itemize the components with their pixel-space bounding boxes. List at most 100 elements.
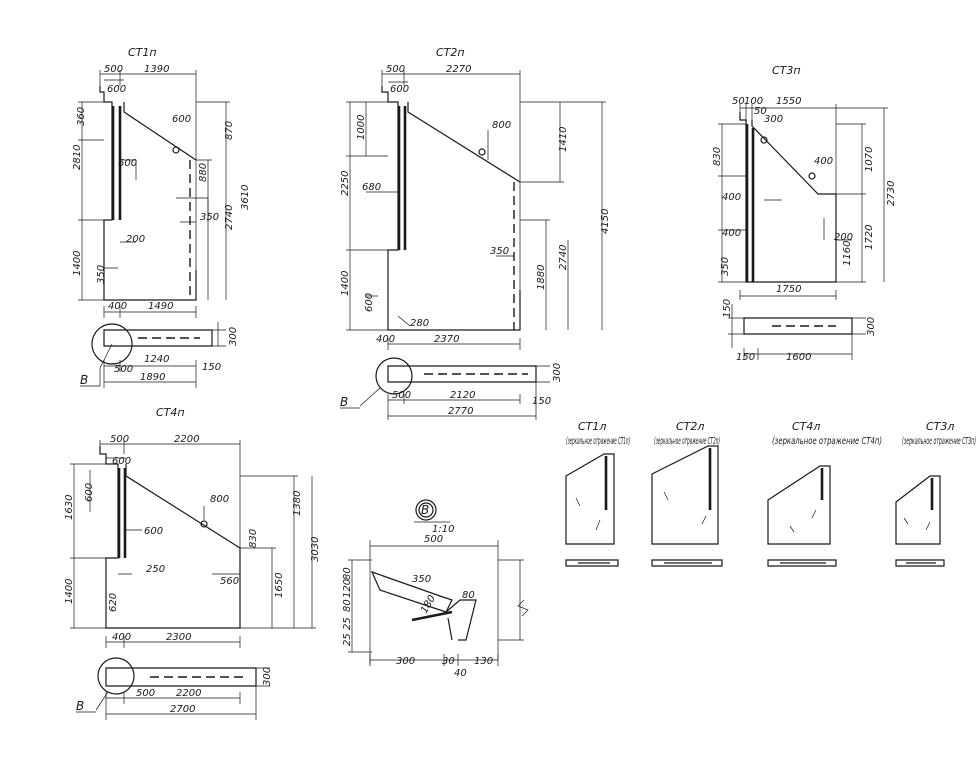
mirror-note: (зеркальное отражение CT4п) [772,436,882,447]
detail-edge [447,617,453,641]
panel-slope [407,102,521,183]
dim-label: 1380 [292,491,303,516]
dim-label: 880 [198,163,209,182]
panel-title: CT1п [128,46,157,59]
mirror-marks [663,491,707,525]
dim-label: 2740 [558,245,569,270]
dim-label: 3610 [240,185,251,210]
dim-lines [103,306,197,318]
mirror-outline [651,445,719,545]
detail-callout-circle [418,502,434,518]
dim-label: 150 [202,362,221,373]
callout-label: B [340,395,348,409]
panel-st2p: CT2п 500 2270 600 1000 800 1410 2250 680… [340,46,611,420]
dim-label: 600 [112,456,131,467]
dim-label: 1720 [864,225,875,250]
dim-lines [387,365,550,420]
detail-rebar [411,610,453,622]
dim-label: 400 [112,632,131,643]
dim-label: 350 [412,574,431,585]
dim-label: 300 [764,114,783,125]
dim-lines [346,101,388,331]
dim-label: 800 [210,494,229,505]
dim-label: 2770 [448,406,473,417]
panel-outline [99,446,241,629]
dim-label: 1490 [148,301,173,312]
mirror-note: (зеркальное отражение CT3п) [902,436,976,447]
dim-lines [387,130,521,350]
dim-lines [99,440,241,548]
dim-lines [381,70,521,330]
dim-label: 50 [732,96,745,107]
dim-label: 2370 [434,334,459,345]
mirror-outline [565,453,615,545]
dim-label: 280 [410,318,429,329]
dim-label: 2200 [174,434,199,445]
dim-lines [240,475,316,629]
callout-circle [375,357,413,395]
dim-label: 500 [392,390,411,401]
mirror-marks [903,517,931,531]
dim-label: 50 [754,106,767,117]
dim-label: 1410 [558,127,569,152]
dim-label: 400 [814,156,833,167]
detail-label: B [421,503,429,517]
dim-label: 120 [342,579,353,598]
dim-label: 2120 [450,390,475,401]
lifting-loop [808,172,816,180]
mirror-section [565,559,619,567]
dim-label: 1630 [64,495,75,520]
dim-label: 350 [96,265,107,284]
dim-label: 350 [490,246,509,257]
dim-label: 1390 [144,64,169,75]
dim-label: 600 [107,84,126,95]
dim-label: 2250 [340,171,351,196]
dim-lines [99,70,197,300]
dim-label: 130 [474,656,493,667]
mirror-note: (зеркальное отражение CT1п) [566,436,630,447]
dim-lines [180,101,230,300]
dim-label: 500 [104,64,123,75]
dim-label: 150 [532,396,551,407]
mirror-marks [789,509,817,533]
dim-label: 680 [362,182,381,193]
dim-label: 40 [454,668,467,679]
dim-lines [718,123,746,283]
dim-label: 300 [228,327,239,346]
dim-label: 1400 [64,579,75,604]
dim-label: 250 [146,564,165,575]
dim-label: 80 [342,567,353,580]
dim-label: 1890 [140,372,165,383]
dim-label: 1000 [356,115,367,140]
dim-label: 1880 [536,265,547,290]
panel-title: CT3п [772,64,801,77]
mirror-section [767,559,837,567]
mirror-note: (зеркальное отражение CT2п) [654,436,720,447]
dim-label: 400 [722,192,741,203]
dim-lines [105,506,241,648]
dim-label: 3030 [310,537,321,562]
mirror-st3l: CT3л (зеркальное отражение CT3п) [895,420,976,567]
dim-label: 150 [736,352,755,363]
panel-slope [123,111,197,161]
dim-label: 300 [396,656,415,667]
dim-lines [369,540,529,664]
dim-label: 180 [419,593,438,615]
dim-lines [103,322,226,388]
dim-label: 30 [442,656,455,667]
dim-label: 500 [386,64,405,75]
panel-st3p: CT3п 50 100 1550 50 300 830 400 1070 273… [712,64,897,363]
dim-label: 2300 [166,632,191,643]
dim-label: 80 [342,599,353,612]
dim-label: 620 [108,593,119,612]
dim-label: 870 [224,121,235,140]
dim-label: 2700 [170,704,195,715]
dim-label: 4150 [600,209,611,234]
detail-bracket [445,599,477,641]
dim-label: 200 [126,234,145,245]
dim-label: 600 [390,84,409,95]
dim-label: 150 [722,299,733,318]
dim-label: 1240 [144,354,169,365]
dim-label: 360 [76,107,87,126]
mirror-title: CT4л [792,420,820,433]
